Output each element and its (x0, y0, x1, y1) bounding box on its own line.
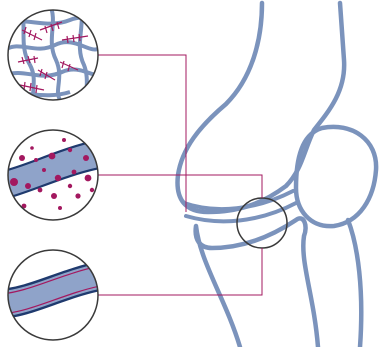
callout-line-top (98, 55, 186, 212)
femur-outline (178, 3, 345, 212)
fibula-outline (348, 220, 361, 347)
magnification-ring (237, 198, 287, 248)
fibrous-mesh-icon (5, 5, 100, 100)
tibia-outline (196, 218, 318, 347)
inflamed-membrane-icon (0, 130, 100, 220)
callout-line-bottom (98, 248, 262, 295)
cartilage-layer-icon (0, 250, 100, 340)
